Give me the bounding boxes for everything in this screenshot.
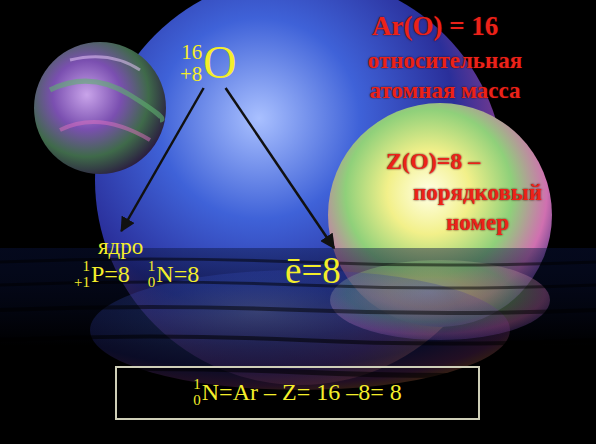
node-text: N=Ar – Z= 16 –8= 8	[202, 380, 402, 405]
number-label: Z(O)=8 –	[386, 146, 556, 176]
mass-label: Ar(O) = 16	[372, 10, 562, 42]
superscript-number: 1	[148, 259, 156, 275]
nuclide-index-stack: 1+1	[74, 259, 90, 291]
nucleus-group: ядро1+1P=810N=8	[72, 233, 202, 293]
water-ripple	[0, 369, 596, 376]
water-ripple	[0, 337, 596, 344]
nuclide-index-stack: 10	[193, 377, 201, 409]
mass-caption: относительная атомная масса	[345, 46, 545, 106]
node-text: ē=8	[285, 252, 341, 291]
nuclide-index-stack: 10	[148, 259, 156, 291]
text-row: ē=8	[285, 252, 341, 291]
sphere-swirl	[70, 57, 140, 70]
arrow-connector	[226, 88, 334, 248]
water-surface	[0, 248, 596, 444]
subscript-number: 0	[148, 275, 156, 291]
subscript-number: 0	[193, 393, 201, 409]
water-ripple	[0, 307, 596, 313]
text-row: ядро	[74, 235, 200, 259]
subscript-number: +1	[74, 275, 90, 291]
node-text: ядро	[98, 235, 143, 259]
left-sphere	[34, 42, 166, 174]
sphere-swirl	[60, 122, 150, 140]
sphere-swirl	[50, 81, 162, 120]
electron-count: ē=8	[283, 250, 343, 293]
nuclide-index-stack: 16+8	[180, 41, 202, 85]
superscript-number: 1	[193, 377, 201, 393]
text-row: 10N=Ar – Z= 16 –8= 8	[125, 377, 470, 409]
node-text: N=8	[156, 262, 199, 287]
subscript-number: +8	[180, 63, 202, 85]
text-row: 1+1P=810N=8	[74, 259, 200, 291]
number-caption: порядковый номер	[400, 178, 555, 238]
formula-box: 10N=Ar – Z= 16 –8= 8	[115, 366, 480, 420]
node-text: P=8	[91, 262, 130, 287]
superscript-number: 1	[82, 259, 90, 275]
superscript-number: 16	[181, 41, 202, 63]
arrow-connector	[121, 88, 203, 231]
water-ripple	[0, 406, 596, 414]
element-symbol: 16+8O	[178, 38, 239, 88]
node-text: O	[203, 40, 236, 86]
text-row: 16+8O	[180, 40, 237, 86]
